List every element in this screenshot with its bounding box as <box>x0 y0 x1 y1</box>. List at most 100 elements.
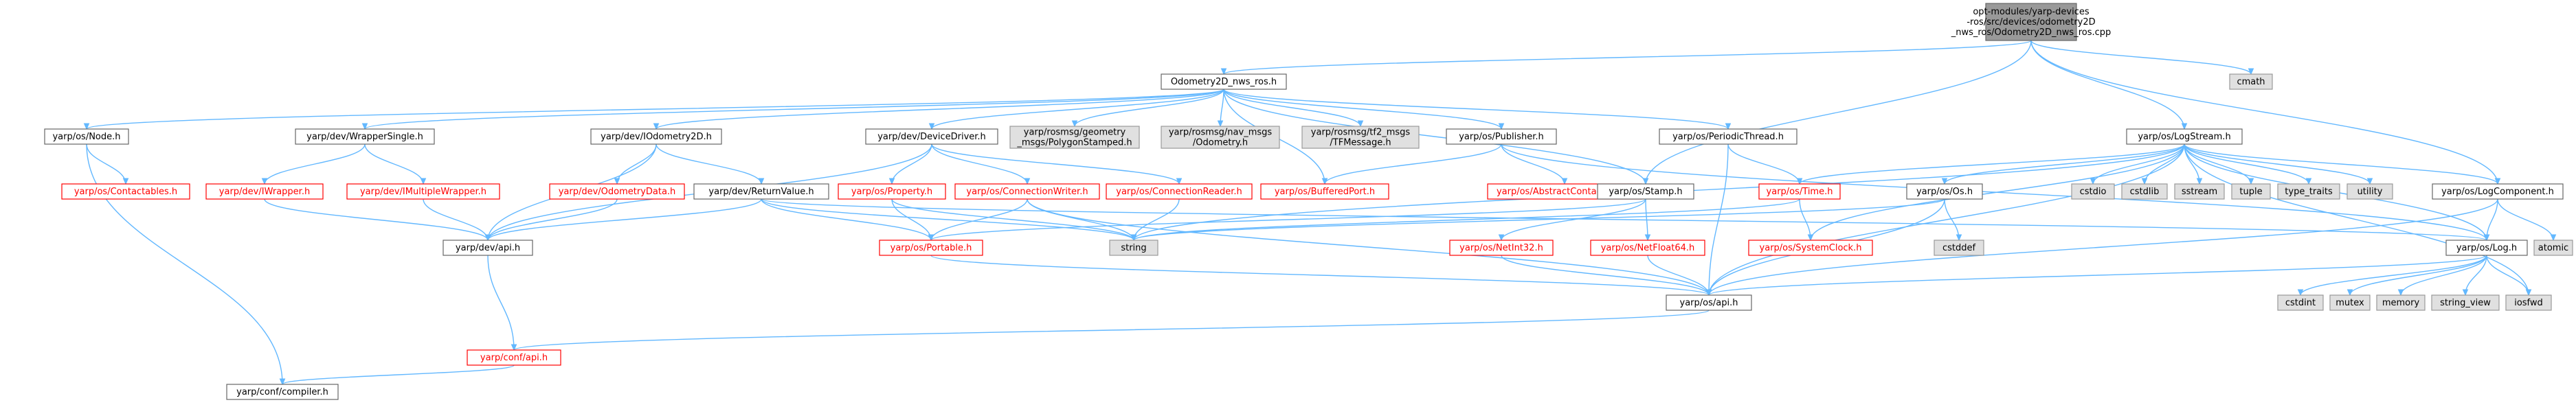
edge-line <box>1810 143 2185 241</box>
edge-line <box>2184 143 2371 185</box>
node-tuple: tuple <box>2231 183 2271 200</box>
node-yarp-os-api-h[interactable]: yarp/os/api.h <box>1666 294 1752 311</box>
edge-line <box>1708 198 2498 296</box>
edge-line <box>487 198 762 241</box>
node-yarp-os-systemclock-h[interactable]: yarp/os/SystemClock.h <box>1748 240 1873 256</box>
edge-arrowhead <box>2483 234 2490 242</box>
edge-line <box>423 198 489 241</box>
edge-yarp-os-log-h-to-memory <box>2397 255 2487 296</box>
edge-arrowhead <box>2248 178 2254 185</box>
node-cstdio: cstdio <box>2071 183 2115 200</box>
node-box <box>954 183 1100 200</box>
edge-line <box>1501 255 1710 296</box>
node-yarp-os-connectionreader-h[interactable]: yarp/os/ConnectionReader.h <box>1106 183 1253 200</box>
node-yarp-dev-imultiplewrapper-h[interactable]: yarp/dev/IMultipleWrapper.h <box>346 183 500 200</box>
node-yarp-os-property-h[interactable]: yarp/os/Property.h <box>838 183 946 200</box>
node-box <box>1906 183 1983 200</box>
edge-arrowhead <box>2347 289 2353 296</box>
edge-line <box>761 198 2487 241</box>
edge-yarp-os-publisher-h-to-yarp-os-abstractcontactable-h <box>1501 143 1568 185</box>
node-yarp-os-publisher-h[interactable]: yarp/os/Publisher.h <box>1446 128 1557 145</box>
edge-arrowhead <box>888 178 895 185</box>
node-yarp-os-os-h[interactable]: yarp/os/Os.h <box>1906 183 1983 200</box>
node-yarp-os-portable-h[interactable]: yarp/os/Portable.h <box>879 240 983 256</box>
node-yarp-dev-wrappersingle-h[interactable]: yarp/dev/WrapperSingle.h <box>295 128 435 145</box>
node-yarp-os-node-h[interactable]: yarp/os/Node.h <box>44 128 129 145</box>
edge-arrowhead <box>122 178 129 185</box>
node-yarp-conf-api-h[interactable]: yarp/conf/api.h <box>467 349 561 366</box>
node-box <box>1161 73 1287 90</box>
node-yarp-os-periodicthread-h[interactable]: yarp/os/PeriodicThread.h <box>1659 128 1797 145</box>
edge-yarp-os-logstream-h-to-cstdio <box>2090 143 2185 185</box>
node-yarp-dev-iwrapper-h[interactable]: yarp/dev/IWrapper.h <box>205 183 324 200</box>
edge-line <box>2030 40 2185 130</box>
edge-line <box>2349 255 2487 296</box>
edge-odometry2d-nws-ros-h-to-yarp-os-publisher-h <box>1223 89 1505 130</box>
edge-arrowhead <box>1071 120 1078 128</box>
node-yarp-os-stamp-h[interactable]: yarp/os/Stamp.h <box>1597 183 1694 200</box>
node-label: yarp/os/Node.h <box>52 132 120 142</box>
node-box <box>1161 126 1280 149</box>
node-label: string <box>1121 243 1146 253</box>
node-yarp-os-netfloat64-h[interactable]: yarp/os/NetFloat64.h <box>1590 240 1705 256</box>
node-label: memory <box>2382 298 2420 308</box>
node-label: yarp/os/Stamp.h <box>1609 187 1682 197</box>
node-yarp-os-log-h[interactable]: yarp/os/Log.h <box>2445 240 2528 256</box>
edge-arrowhead <box>1498 123 1505 130</box>
node-box <box>2121 183 2168 200</box>
node-yarp-os-connectionwriter-h[interactable]: yarp/os/ConnectionWriter.h <box>954 183 1100 200</box>
node-box <box>1659 128 1797 145</box>
edge-line <box>264 198 489 241</box>
edge-yarp-os-os-h-to-string <box>1130 198 1945 242</box>
edge-line <box>2030 40 2498 185</box>
edge-yarp-os-portable-h-to-yarp-os-api-h <box>930 255 1712 296</box>
node-label: yarp/os/SystemClock.h <box>1760 243 1862 253</box>
edge-yarp-os-logstream-h-to-yarp-os-os-h <box>1941 143 2185 185</box>
edge-line <box>2184 143 2498 185</box>
edge-line <box>513 310 1710 351</box>
node-yarp-os-contactables-h[interactable]: yarp/os/Contactables.h <box>61 183 190 200</box>
node-label: yarp/os/Property.h <box>851 187 932 197</box>
node-label: cstdlib <box>2130 187 2160 197</box>
node-yarp-os-logcomponent-h[interactable]: yarp/os/LogComponent.h <box>2432 183 2564 200</box>
node-yarp-dev-odometrydata-h[interactable]: yarp/dev/OdometryData.h <box>549 183 685 200</box>
node-cstdlib: cstdlib <box>2121 183 2168 200</box>
node-box <box>2174 183 2225 200</box>
edge-arrowhead <box>83 123 90 130</box>
edge-arrowhead <box>484 234 491 242</box>
edge-odometry2d-nws-ros-h-to-odometry-h <box>1217 89 1224 128</box>
node-label: type_traits <box>2285 187 2333 197</box>
edge-yarp-os-node-h-to-yarp-os-contactables-h <box>86 143 129 185</box>
node-box <box>1301 126 1420 149</box>
edge-arrowhead <box>279 378 286 386</box>
edge-arrowhead <box>1321 178 1328 185</box>
edge-line <box>1223 40 2032 75</box>
edge-arrowhead <box>2397 289 2404 296</box>
node-label: yarp/os/Publisher.h <box>1459 132 1544 142</box>
node-yarp-os-time-h[interactable]: yarp/os/Time.h <box>1758 183 1841 200</box>
edge-arrowhead <box>511 344 517 351</box>
edge-line <box>2184 143 2529 296</box>
edge-yarp-dev-iodometry2d-h-to-yarp-dev-returnvalue-h <box>656 143 765 185</box>
node-yarp-os-logstream-h[interactable]: yarp/os/LogStream.h <box>2126 128 2243 145</box>
node-yarp-dev-returnvalue-h[interactable]: yarp/dev/ReturnValue.h <box>693 183 829 200</box>
node-odometry2d-nws-ros-h[interactable]: Odometry2D_nws_ros.h <box>1161 73 1287 90</box>
node-label: yarp/os/LogComponent.h <box>2441 187 2554 197</box>
node-yarp-conf-compiler-h[interactable]: yarp/conf/compiler.h <box>226 384 339 400</box>
edge-odometry2d-nws-ros-h-to-yarp-os-node-h <box>83 89 1224 130</box>
edge-line <box>1501 143 1565 185</box>
edge-yarp-os-node-h-to-yarp-conf-compiler-h <box>86 143 286 386</box>
node-yarp-dev-api-h[interactable]: yarp/dev/api.h <box>443 240 533 256</box>
edge-root-to-cmath <box>2030 40 2254 75</box>
edge-root-to-odometry2d-nws-ros-h <box>1220 40 2032 75</box>
node-label: cstdio <box>2080 187 2107 197</box>
node-label: mutex <box>2336 298 2364 308</box>
node-box <box>1666 294 1752 311</box>
node-yarp-dev-iodometry2d-h[interactable]: yarp/dev/IOdometry2D.h <box>590 128 722 145</box>
node-yarp-os-netint32-h[interactable]: yarp/os/NetInt32.h <box>1449 240 1554 256</box>
edge-line <box>930 198 1028 241</box>
node-root[interactable]: opt-modules/yarp-devices-ros/src/devices… <box>1951 3 2112 41</box>
node-box <box>879 240 983 256</box>
node-yarp-os-bufferedport-h[interactable]: yarp/os/BufferedPort.h <box>1260 183 1389 200</box>
node-yarp-dev-devicedriver-h[interactable]: yarp/dev/DeviceDriver.h <box>865 128 998 145</box>
